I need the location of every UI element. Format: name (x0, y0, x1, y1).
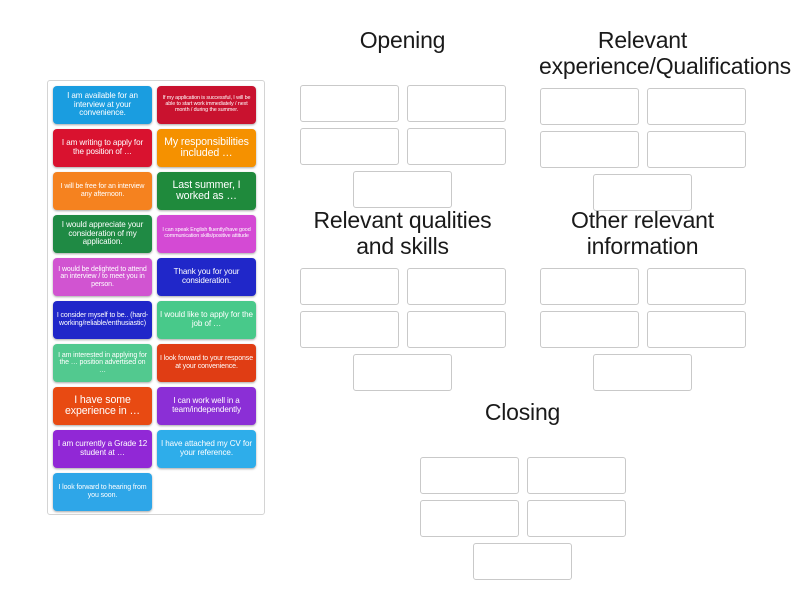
dropzone-slot[interactable] (299, 84, 399, 122)
dropzone-slot[interactable] (353, 353, 452, 391)
answer-tile-label: My responsibilities included … (164, 135, 249, 159)
dropzone-slot[interactable] (593, 353, 692, 391)
dropzone-slot[interactable] (646, 130, 746, 168)
answer-tile-label: I will be free for an interview any afte… (60, 183, 145, 198)
answer-tile-label: If my application is successful, I will … (162, 95, 251, 113)
dropzone-slot[interactable] (526, 499, 626, 537)
answer-tile-label: I would be delighted to attend an interv… (58, 265, 147, 288)
dropzone-group-relevant-qualities-and-skills (299, 267, 506, 391)
answer-tile[interactable]: I will be free for an interview any afte… (53, 172, 152, 210)
answer-tile[interactable]: I consider myself to be.. (hard-working/… (53, 301, 152, 339)
answer-tile-label: Thank you for your consideration. (173, 267, 240, 285)
category-title-closing: Closing (484, 399, 561, 425)
answer-tile-label: I can work well in a team/independently (172, 396, 241, 414)
answer-tile[interactable]: I would appreciate your consideration of… (53, 215, 152, 253)
dropzone-slot[interactable] (593, 173, 692, 211)
answer-tiles-tray: I am available for an interview at your … (47, 80, 265, 515)
answer-tile-label: I am currently a Grade 12 student at … (57, 439, 148, 457)
dropzone-slot[interactable] (526, 456, 626, 494)
answer-tile[interactable]: Thank you for your consideration. (157, 258, 256, 296)
dropzone-slot[interactable] (299, 127, 399, 165)
answer-tile[interactable]: I would like to apply for the job of … (157, 301, 256, 339)
dropzone-slot[interactable] (539, 310, 639, 348)
category-relevant-qualities-and-skills: Relevant qualities and skills (299, 207, 506, 391)
dropzone-slot[interactable] (406, 84, 506, 122)
dropzone-slot[interactable] (539, 267, 639, 305)
dropzone-slot[interactable] (646, 267, 746, 305)
answer-tile-label: I am writing to apply for the position o… (61, 138, 144, 156)
category-title-relevant-experience-qualifications: Relevant experience/Qualifications (539, 27, 791, 79)
answer-tile-label: I am available for an interview at your … (67, 90, 138, 118)
answer-tile-label: I have attached my CV for your reference… (160, 439, 253, 457)
dropzone-slot[interactable] (419, 499, 519, 537)
dropzone-slot[interactable] (299, 310, 399, 348)
answer-tile-label: I consider myself to be.. (hard-working/… (56, 312, 149, 327)
answer-tile[interactable]: I look forward to hearing from you soon. (53, 473, 152, 511)
answer-tile[interactable]: I am available for an interview at your … (53, 86, 152, 124)
dropzone-slot[interactable] (419, 456, 519, 494)
dropzone-slot[interactable] (299, 267, 399, 305)
category-other-relevant-information: Other relevant information (539, 207, 746, 391)
category-title-other-relevant-information: Other relevant information (571, 207, 714, 259)
answer-tile-label: I would like to apply for the job of … (160, 310, 253, 328)
answer-tile-label: I am interested in applying for the … po… (58, 351, 147, 374)
category-opening: Opening (299, 27, 506, 208)
answer-tile[interactable]: Last summer, I worked as … (157, 172, 256, 210)
answer-tile[interactable]: I have some experience in … (53, 387, 152, 425)
dropzone-slot[interactable] (406, 267, 506, 305)
category-title-opening: Opening (359, 27, 446, 53)
answer-tile[interactable]: I am writing to apply for the position o… (53, 129, 152, 167)
dropzone-slot[interactable] (539, 130, 639, 168)
answer-tile[interactable]: I have attached my CV for your reference… (157, 430, 256, 468)
answer-tile[interactable]: I would be delighted to attend an interv… (53, 258, 152, 296)
answer-tile-label: I would appreciate your consideration of… (61, 219, 144, 247)
category-closing: Closing (419, 399, 626, 580)
answer-tile[interactable]: I am currently a Grade 12 student at … (53, 430, 152, 468)
dropzone-slot[interactable] (406, 310, 506, 348)
dropzone-slot[interactable] (473, 542, 572, 580)
answer-tile-label: I look forward to hearing from you soon. (58, 484, 147, 499)
dropzone-slot[interactable] (646, 87, 746, 125)
answer-tile-label: I can speak English fluently/have good c… (162, 227, 251, 239)
dropzone-slot[interactable] (646, 310, 746, 348)
answer-tile-label: I have some experience in … (64, 393, 141, 417)
answer-tile[interactable]: I can speak English fluently/have good c… (157, 215, 256, 253)
dropzone-group-opening (299, 84, 506, 208)
answer-tile[interactable]: I can work well in a team/independently (157, 387, 256, 425)
dropzone-slot[interactable] (406, 127, 506, 165)
answer-tile-label: Last summer, I worked as … (172, 178, 241, 202)
dropzone-slot[interactable] (539, 87, 639, 125)
answer-tile-label: I look forward to your response at your … (160, 355, 254, 370)
answer-tile[interactable]: I am interested in applying for the … po… (53, 344, 152, 382)
dropzone-group-relevant-experience-qualifications (539, 87, 746, 211)
dropzone-group-closing (419, 456, 626, 580)
category-relevant-experience-qualifications: Relevant experience/Qualifications (539, 27, 791, 211)
dropzone-slot[interactable] (353, 170, 452, 208)
answer-tiles-grid: I am available for an interview at your … (53, 86, 259, 511)
answer-tile[interactable]: My responsibilities included … (157, 129, 256, 167)
answer-tile[interactable]: If my application is successful, I will … (157, 86, 256, 124)
dropzone-group-other-relevant-information (539, 267, 746, 391)
category-title-relevant-qualities-and-skills: Relevant qualities and skills (313, 207, 492, 259)
answer-tile[interactable]: I look forward to your response at your … (157, 344, 256, 382)
